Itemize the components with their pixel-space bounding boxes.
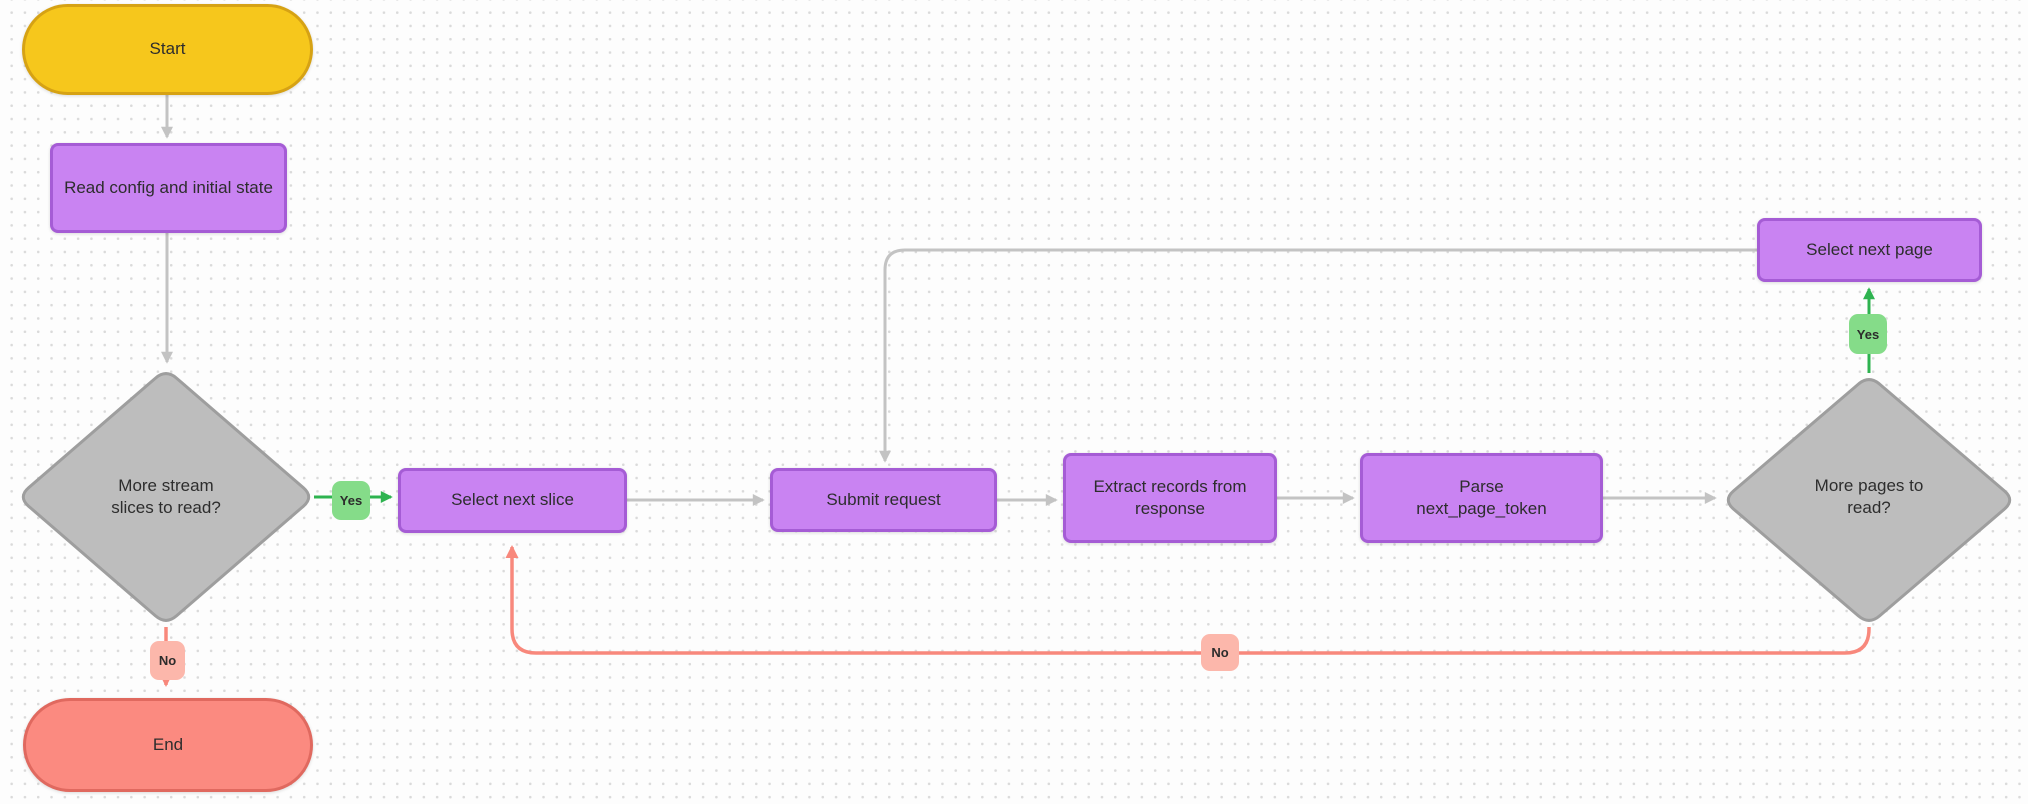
node-label: Read config and initial state <box>64 177 273 197</box>
node-more-pages-label: More pages to read? <box>1789 465 1949 529</box>
node-more-pages-shape <box>1726 378 2012 622</box>
node-more-stream-slices-label: More stream slices to read? <box>66 465 266 529</box>
node-more-stream-slices-shape <box>21 372 311 622</box>
node-submit-request: Submit request <box>770 468 997 532</box>
node-select-next-slice: Select next slice <box>398 468 627 533</box>
node-extract-records: Extract records from response <box>1063 453 1277 543</box>
node-label: Extract records from response <box>1093 476 1247 518</box>
node-label: Select next slice <box>451 490 574 510</box>
node-select-next-page: Select next page <box>1757 218 1982 282</box>
edge-more-pages-no-loop <box>505 545 1871 655</box>
node-label: Select next page <box>1806 239 1933 259</box>
edge-select-next-page-to-submit-request <box>879 248 1757 463</box>
node-end: End <box>23 698 313 792</box>
node-label: More stream slices to read? <box>111 475 221 517</box>
node-label: More pages to read? <box>1814 475 1924 517</box>
node-label: End <box>152 734 184 754</box>
node-read-config: Read config and initial state <box>50 143 287 233</box>
edge-label-no-slices: No <box>150 641 185 680</box>
node-start: Start <box>22 4 313 95</box>
node-parse-next-page-token: Parse next_page_token <box>1360 453 1603 543</box>
edge-label-yes-slices: Yes <box>332 481 370 520</box>
node-label: Start <box>149 39 186 59</box>
edge-label-no-pages: No <box>1201 634 1239 671</box>
node-label: Submit request <box>826 489 941 509</box>
node-label: Parse next_page_token <box>1416 476 1547 518</box>
edge-label-yes-pages: Yes <box>1849 314 1887 354</box>
